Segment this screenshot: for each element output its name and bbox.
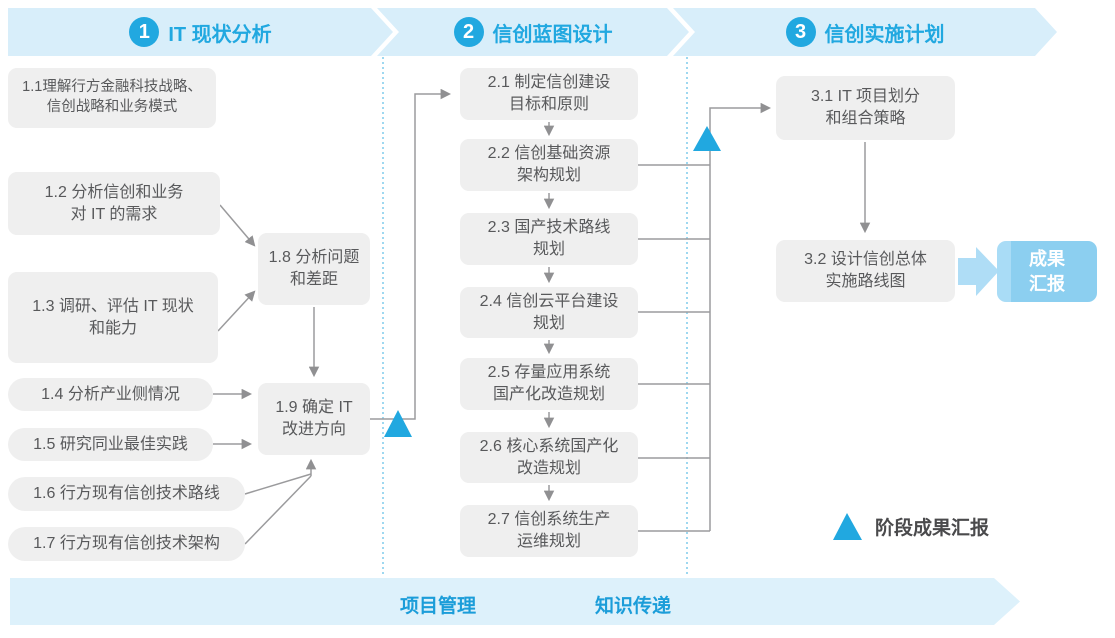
phase-1-number-badge: 1 xyxy=(129,17,159,47)
flow-node-1-9: 1.9 确定 IT 改进方向 xyxy=(258,383,370,455)
flow-node-1-8: 1.8 分析问题 和差距 xyxy=(258,233,370,305)
result-arrow xyxy=(958,247,999,296)
phase-banner-2: 2 信创蓝图设计 xyxy=(377,8,689,56)
phase-2-number-badge: 2 xyxy=(454,17,484,47)
phase-1-title: IT 现状分析 xyxy=(168,23,272,46)
flow-node-1-3: 1.3 调研、评估 IT 现状 和能力 xyxy=(8,272,218,363)
footer-label-knowledge-transfer: 知识传递 xyxy=(595,596,672,617)
connector-1-7-to-1-9 xyxy=(244,475,312,545)
phase-banner-3: 3 信创实施计划 xyxy=(673,8,1057,56)
connector-1-9-to-2-1 xyxy=(370,88,452,420)
connector-bus-to-3-1 xyxy=(709,102,772,531)
footer-banner xyxy=(10,578,1020,625)
flow-node-2-4: 2.4 信创云平台建设 规划 xyxy=(460,287,638,338)
phase-banner-1: 1 IT 现状分析 xyxy=(8,8,393,56)
flow-node-2-1: 2.1 制定信创建设 目标和原则 xyxy=(460,68,638,120)
flow-node-2-2: 2.2 信创基础资源 架构规划 xyxy=(460,139,638,191)
phase-2-title: 信创蓝图设计 xyxy=(492,23,613,46)
flow-node-1-4: 1.4 分析产业侧情况 xyxy=(8,378,213,411)
legend-label: 阶段成果汇报 xyxy=(875,518,990,539)
milestone-triangle-phase1 xyxy=(384,410,412,437)
flow-node-1-6: 1.6 行方现有信创技术路线 xyxy=(8,477,245,511)
phase-3-number-badge: 3 xyxy=(786,17,816,47)
connector-1-3-to-1-8 xyxy=(217,290,256,332)
flow-node-3-1: 3.1 IT 项目划分 和组合策略 xyxy=(776,76,955,140)
flow-node-2-3: 2.3 国产技术路线 规划 xyxy=(460,213,638,265)
legend: 阶段成果汇报 xyxy=(833,513,989,540)
flow-node-1-2: 1.2 分析信创和业务 对 IT 的需求 xyxy=(8,172,220,235)
flow-node-1-5: 1.5 研究同业最佳实践 xyxy=(8,428,213,461)
flow-node-1-7: 1.7 行方现有信创技术架构 xyxy=(8,527,245,561)
phase-3-title: 信创实施计划 xyxy=(824,23,945,46)
milestone-triangle-icon xyxy=(833,513,862,540)
flow-node-1-1: 1.1理解行方金融科技战略、 信创战略和业务模式 xyxy=(8,68,216,128)
flow-node-2-5: 2.5 存量应用系统 国产化改造规划 xyxy=(460,358,638,410)
flow-node-3-2: 3.2 设计信创总体 实施路线图 xyxy=(776,240,955,302)
milestone-triangle-phase2 xyxy=(693,126,721,151)
footer-label-project-management: 项目管理 xyxy=(400,596,477,617)
connector-1-6-to-1-9 xyxy=(244,473,312,495)
result-report-box: 成果 汇报 xyxy=(997,241,1097,302)
flow-node-2-6: 2.6 核心系统国产化 改造规划 xyxy=(460,432,638,483)
connector-1-2-to-1-8 xyxy=(219,204,256,247)
flow-node-2-7: 2.7 信创系统生产 运维规划 xyxy=(460,505,638,557)
